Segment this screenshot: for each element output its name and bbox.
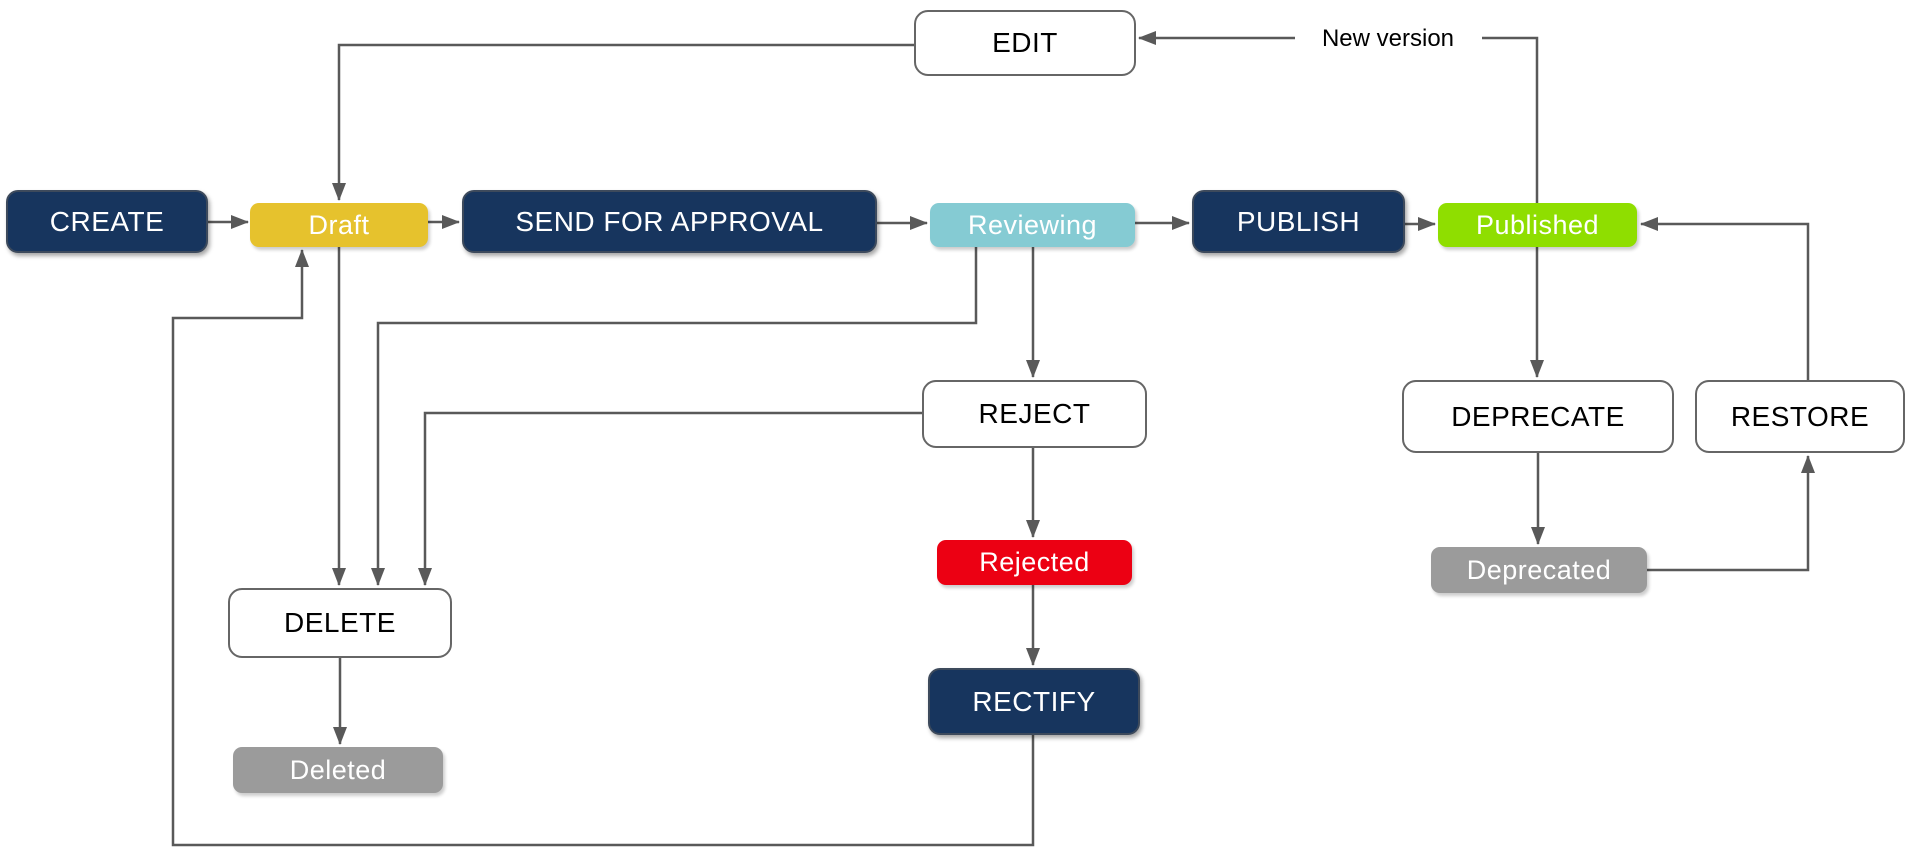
- node-rectify[interactable]: RECTIFY: [928, 668, 1140, 735]
- node-deprecate[interactable]: DEPRECATE: [1402, 380, 1674, 453]
- node-delete[interactable]: DELETE: [228, 588, 452, 658]
- node-edit[interactable]: EDIT: [914, 10, 1136, 76]
- edge-reject-to-delete: [418, 411, 922, 586]
- node-reject[interactable]: REJECT: [922, 380, 1147, 448]
- node-publish[interactable]: PUBLISH: [1192, 190, 1405, 253]
- new-version-label: New version: [1322, 25, 1454, 52]
- edge-restore-to-published: [1640, 217, 1810, 380]
- node-draft[interactable]: Draft: [250, 203, 428, 247]
- node-rejected[interactable]: Rejected: [937, 540, 1132, 585]
- node-deprecated[interactable]: Deprecated: [1431, 547, 1647, 593]
- edge-deprecated-to-restore: [1647, 455, 1815, 572]
- node-create[interactable]: CREATE: [6, 190, 208, 253]
- node-restore[interactable]: RESTORE: [1695, 380, 1905, 453]
- edge-rectify-to-draft: [171, 249, 1035, 847]
- node-deleted[interactable]: Deleted: [233, 747, 443, 793]
- edge-reviewing-to-delete: [371, 247, 978, 586]
- edge-published-to-edit-segment: [1482, 36, 1539, 203]
- node-send-for-approval[interactable]: SEND FOR APPROVAL: [462, 190, 877, 253]
- edge-edit-to-draft: [332, 43, 914, 201]
- node-published[interactable]: Published: [1438, 203, 1637, 247]
- node-reviewing[interactable]: Reviewing: [930, 203, 1135, 247]
